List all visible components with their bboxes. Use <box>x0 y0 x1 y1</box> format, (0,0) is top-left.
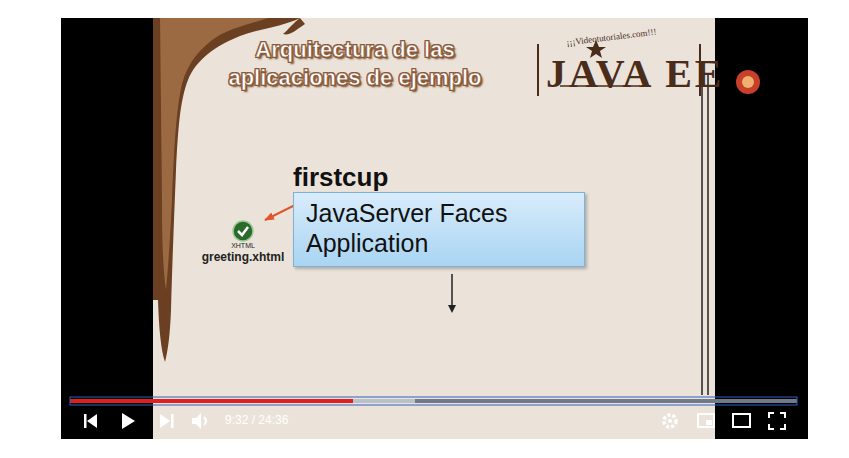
time-display: 9:32 / 24:36 <box>225 413 288 427</box>
node-heading: firstcup <box>293 162 587 192</box>
miniplayer-icon <box>698 414 714 427</box>
volume-icon <box>204 417 206 425</box>
settings-icon <box>668 419 672 423</box>
channel-logo <box>736 70 760 94</box>
file-name: greeting.xhtml <box>196 250 290 264</box>
icon-caption: XHTML <box>196 242 290 250</box>
slide-rule <box>707 75 709 395</box>
channel-logo-center <box>742 76 754 88</box>
play-icon <box>122 413 135 429</box>
down-arrow-line <box>451 274 453 306</box>
slide-title: Arquitectura de las aplicaciones de ejem… <box>190 36 520 92</box>
progress-focus <box>70 397 797 405</box>
progress-played <box>70 399 353 403</box>
player-frame <box>61 18 808 439</box>
theater-icon <box>733 414 750 427</box>
miniplayer-icon <box>706 420 712 425</box>
drip-curl <box>283 18 305 34</box>
settings-icon <box>664 415 676 427</box>
xhtml-icon <box>232 220 254 242</box>
volume-icon <box>192 413 201 429</box>
application-node: firstcupJavaServer Faces Application <box>293 162 587 267</box>
chocolate-highlight <box>160 18 268 290</box>
logo-text: JAVA EE <box>546 50 725 97</box>
prev-icon <box>84 414 87 428</box>
next-icon <box>160 414 170 428</box>
slide-rule <box>701 70 703 395</box>
prev-icon <box>87 414 97 428</box>
process-box: JavaServer Faces Application <box>293 192 585 267</box>
logo-bracket <box>537 44 539 96</box>
fullscreen-icon <box>769 413 785 429</box>
progress-buffered <box>70 399 415 403</box>
box-text: JavaServer Faces Application <box>306 198 572 258</box>
down-arrow-head <box>448 305 456 313</box>
progress-track <box>70 399 797 403</box>
next-icon <box>171 414 174 428</box>
file-node: XHTMLgreeting.xhtml <box>196 220 290 264</box>
